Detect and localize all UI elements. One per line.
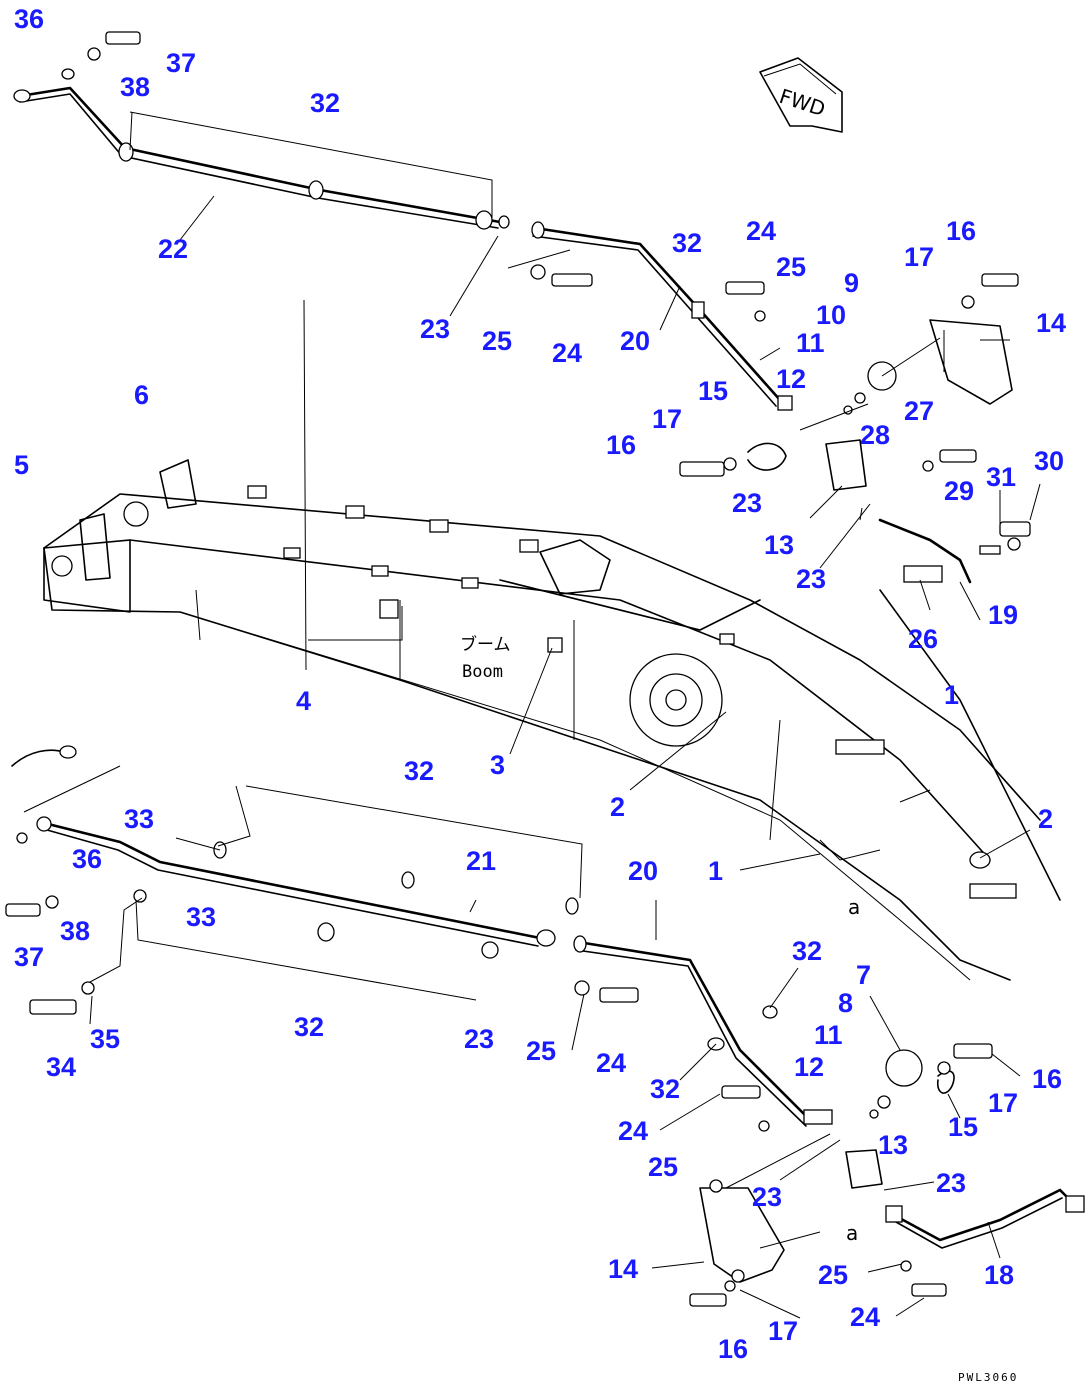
upper-pipe-assembly	[13, 31, 793, 411]
callout-1a: 1	[944, 680, 959, 710]
callout-14b: 14	[608, 1254, 638, 1284]
lower-pipe-assembly	[5, 745, 833, 1132]
callout-36b: 36	[72, 844, 102, 874]
view-marker-a-lower: a	[846, 1221, 858, 1245]
callout-24e: 24	[850, 1302, 880, 1332]
callout-2a: 2	[610, 792, 625, 822]
drawing-code: PWL3060	[958, 1371, 1018, 1384]
callout-23d: 23	[464, 1024, 494, 1054]
callout-14a: 14	[1036, 308, 1066, 338]
view-marker-a-upper: a	[848, 895, 860, 919]
callout-16a: 16	[946, 216, 976, 246]
callout-37a: 37	[166, 48, 196, 78]
callout-23e: 23	[752, 1182, 782, 1212]
callout-20b: 20	[628, 856, 658, 886]
callout-24b: 24	[746, 216, 776, 246]
callout-17c: 17	[988, 1088, 1018, 1118]
boom: ブーム Boom a	[43, 459, 1061, 981]
callout-1b: 1	[708, 856, 723, 886]
callout-25c: 25	[526, 1036, 556, 1066]
callout-15a: 15	[698, 376, 728, 406]
callout-25e: 25	[818, 1260, 848, 1290]
callout-7: 7	[856, 960, 871, 990]
lower-right-bracket: a	[689, 1043, 1085, 1307]
callout-17d: 17	[768, 1316, 798, 1346]
callout-24a: 24	[552, 338, 582, 368]
callout-36a: 36	[14, 4, 44, 34]
upper-right-bracket	[679, 273, 1031, 584]
callout-32b: 32	[672, 228, 702, 258]
callout-24d: 24	[618, 1116, 648, 1146]
callout-22: 22	[158, 234, 188, 264]
callout-12a: 12	[776, 364, 806, 394]
callout-10: 10	[816, 300, 846, 330]
callout-38b: 38	[60, 916, 90, 946]
callout-32d: 32	[294, 1012, 324, 1042]
callout-20a: 20	[620, 326, 650, 356]
callout-labels: 36 37 38 32 22 23 25 24 20 32 24 25 9 17…	[14, 4, 1066, 1364]
callout-16c: 16	[1032, 1064, 1062, 1094]
callout-15b: 15	[948, 1112, 978, 1142]
callout-2b: 2	[1038, 804, 1053, 834]
callout-17a: 17	[904, 242, 934, 272]
callout-33a: 33	[124, 804, 154, 834]
callout-32f: 32	[650, 1074, 680, 1104]
callout-38a: 38	[120, 72, 150, 102]
callout-19: 19	[988, 600, 1018, 630]
callout-8: 8	[838, 988, 853, 1018]
callout-37b: 37	[14, 942, 44, 972]
callout-29: 29	[944, 476, 974, 506]
callout-16d: 16	[718, 1334, 748, 1364]
callout-21: 21	[466, 846, 496, 876]
callout-31: 31	[986, 462, 1016, 492]
callout-3: 3	[490, 750, 505, 780]
callout-23c: 23	[796, 564, 826, 594]
callout-27: 27	[904, 396, 934, 426]
callout-9: 9	[844, 268, 859, 298]
callout-13a: 13	[764, 530, 794, 560]
callout-18: 18	[984, 1260, 1014, 1290]
callout-30: 30	[1034, 446, 1064, 476]
callout-23b: 23	[732, 488, 762, 518]
callout-26: 26	[908, 624, 938, 654]
callout-32a: 32	[310, 88, 340, 118]
leader-lines	[89, 195, 1041, 1319]
callout-11b: 11	[814, 1020, 843, 1050]
boom-label-en: Boom	[462, 662, 503, 682]
callout-23a: 23	[420, 314, 450, 344]
callout-11a: 11	[796, 328, 825, 358]
callout-28: 28	[860, 420, 890, 450]
callout-33b: 33	[186, 902, 216, 932]
callout-12b: 12	[794, 1052, 824, 1082]
callout-35: 35	[90, 1024, 120, 1054]
callout-24c: 24	[596, 1048, 626, 1078]
callout-25a: 25	[482, 326, 512, 356]
callout-5: 5	[14, 450, 29, 480]
callout-17b: 17	[652, 404, 682, 434]
callout-32c: 32	[404, 756, 434, 786]
callout-23f: 23	[936, 1168, 966, 1198]
fwd-arrow-icon: FWD	[759, 57, 843, 133]
boom-label-jp: ブーム	[460, 634, 511, 655]
callout-13b: 13	[878, 1130, 908, 1160]
callout-16b: 16	[606, 430, 636, 460]
callout-25d: 25	[648, 1152, 678, 1182]
callout-25b: 25	[776, 252, 806, 282]
callout-6: 6	[134, 380, 149, 410]
callout-32e: 32	[792, 936, 822, 966]
callout-4: 4	[296, 686, 311, 716]
callout-34: 34	[46, 1052, 76, 1082]
